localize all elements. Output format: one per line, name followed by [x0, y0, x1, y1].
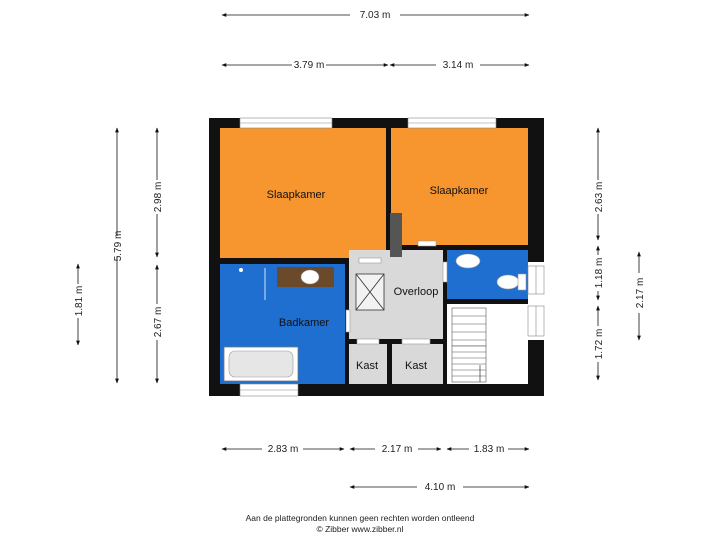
footer-disclaimer: Aan de plattegronden kunnen geen rechten…: [245, 513, 475, 523]
toilet-bowl: [496, 274, 520, 290]
room-label-overloop: Overloop: [394, 286, 439, 298]
dim-bottom-left: 2.83 m: [268, 444, 299, 455]
dim-right-middle: 1.18 m: [594, 258, 605, 289]
dim-top-right: 3.14 m: [443, 60, 474, 71]
dim-left-inner-top: 2.98 m: [153, 182, 164, 213]
dim-right-top: 2.63 m: [594, 182, 605, 213]
dim-bottom-middle: 2.17 m: [382, 444, 413, 455]
windows: [239, 117, 545, 397]
shaft-element: [390, 213, 402, 257]
dim-left-inner-bottom: 2.67 m: [153, 307, 164, 338]
room-label-kast-left: Kast: [356, 360, 378, 372]
room-kast-right-floor: [392, 344, 443, 384]
dim-top-left: 3.79 m: [294, 60, 325, 71]
room-kast-left-floor: [349, 344, 387, 384]
attic-hatch: [355, 273, 385, 311]
dim-top-total: 7.03 m: [360, 10, 391, 21]
room-label-slaapkamer-left: Slaapkamer: [267, 189, 326, 201]
dim-left-outer-small: 1.81 m: [74, 286, 85, 317]
bathroom-fixtures: [223, 267, 334, 382]
doors: [345, 240, 448, 345]
room-label-kast-right: Kast: [405, 360, 427, 372]
toilet-fixtures: [455, 253, 527, 291]
dimension-lines: [76, 13, 641, 489]
toilet-sink: [455, 253, 481, 269]
footer-copyright: © Zibber www.zibber.nl: [316, 524, 404, 534]
dim-right-outer: 2.17 m: [635, 278, 646, 309]
room-slaapkamer-right-floor: [391, 128, 528, 245]
dim-bottom-right: 1.83 m: [474, 444, 505, 455]
staircase: [451, 307, 487, 383]
room-slaapkamer-left-floor: [220, 128, 386, 258]
room-label-slaapkamer-right: Slaapkamer: [430, 185, 489, 197]
sink: [300, 269, 320, 285]
dim-left-outer: 5.79 m: [113, 231, 124, 262]
room-label-badkamer: Badkamer: [279, 317, 329, 329]
dim-right-bottom: 1.72 m: [594, 329, 605, 360]
dim-bottom-total: 4.10 m: [425, 482, 456, 493]
